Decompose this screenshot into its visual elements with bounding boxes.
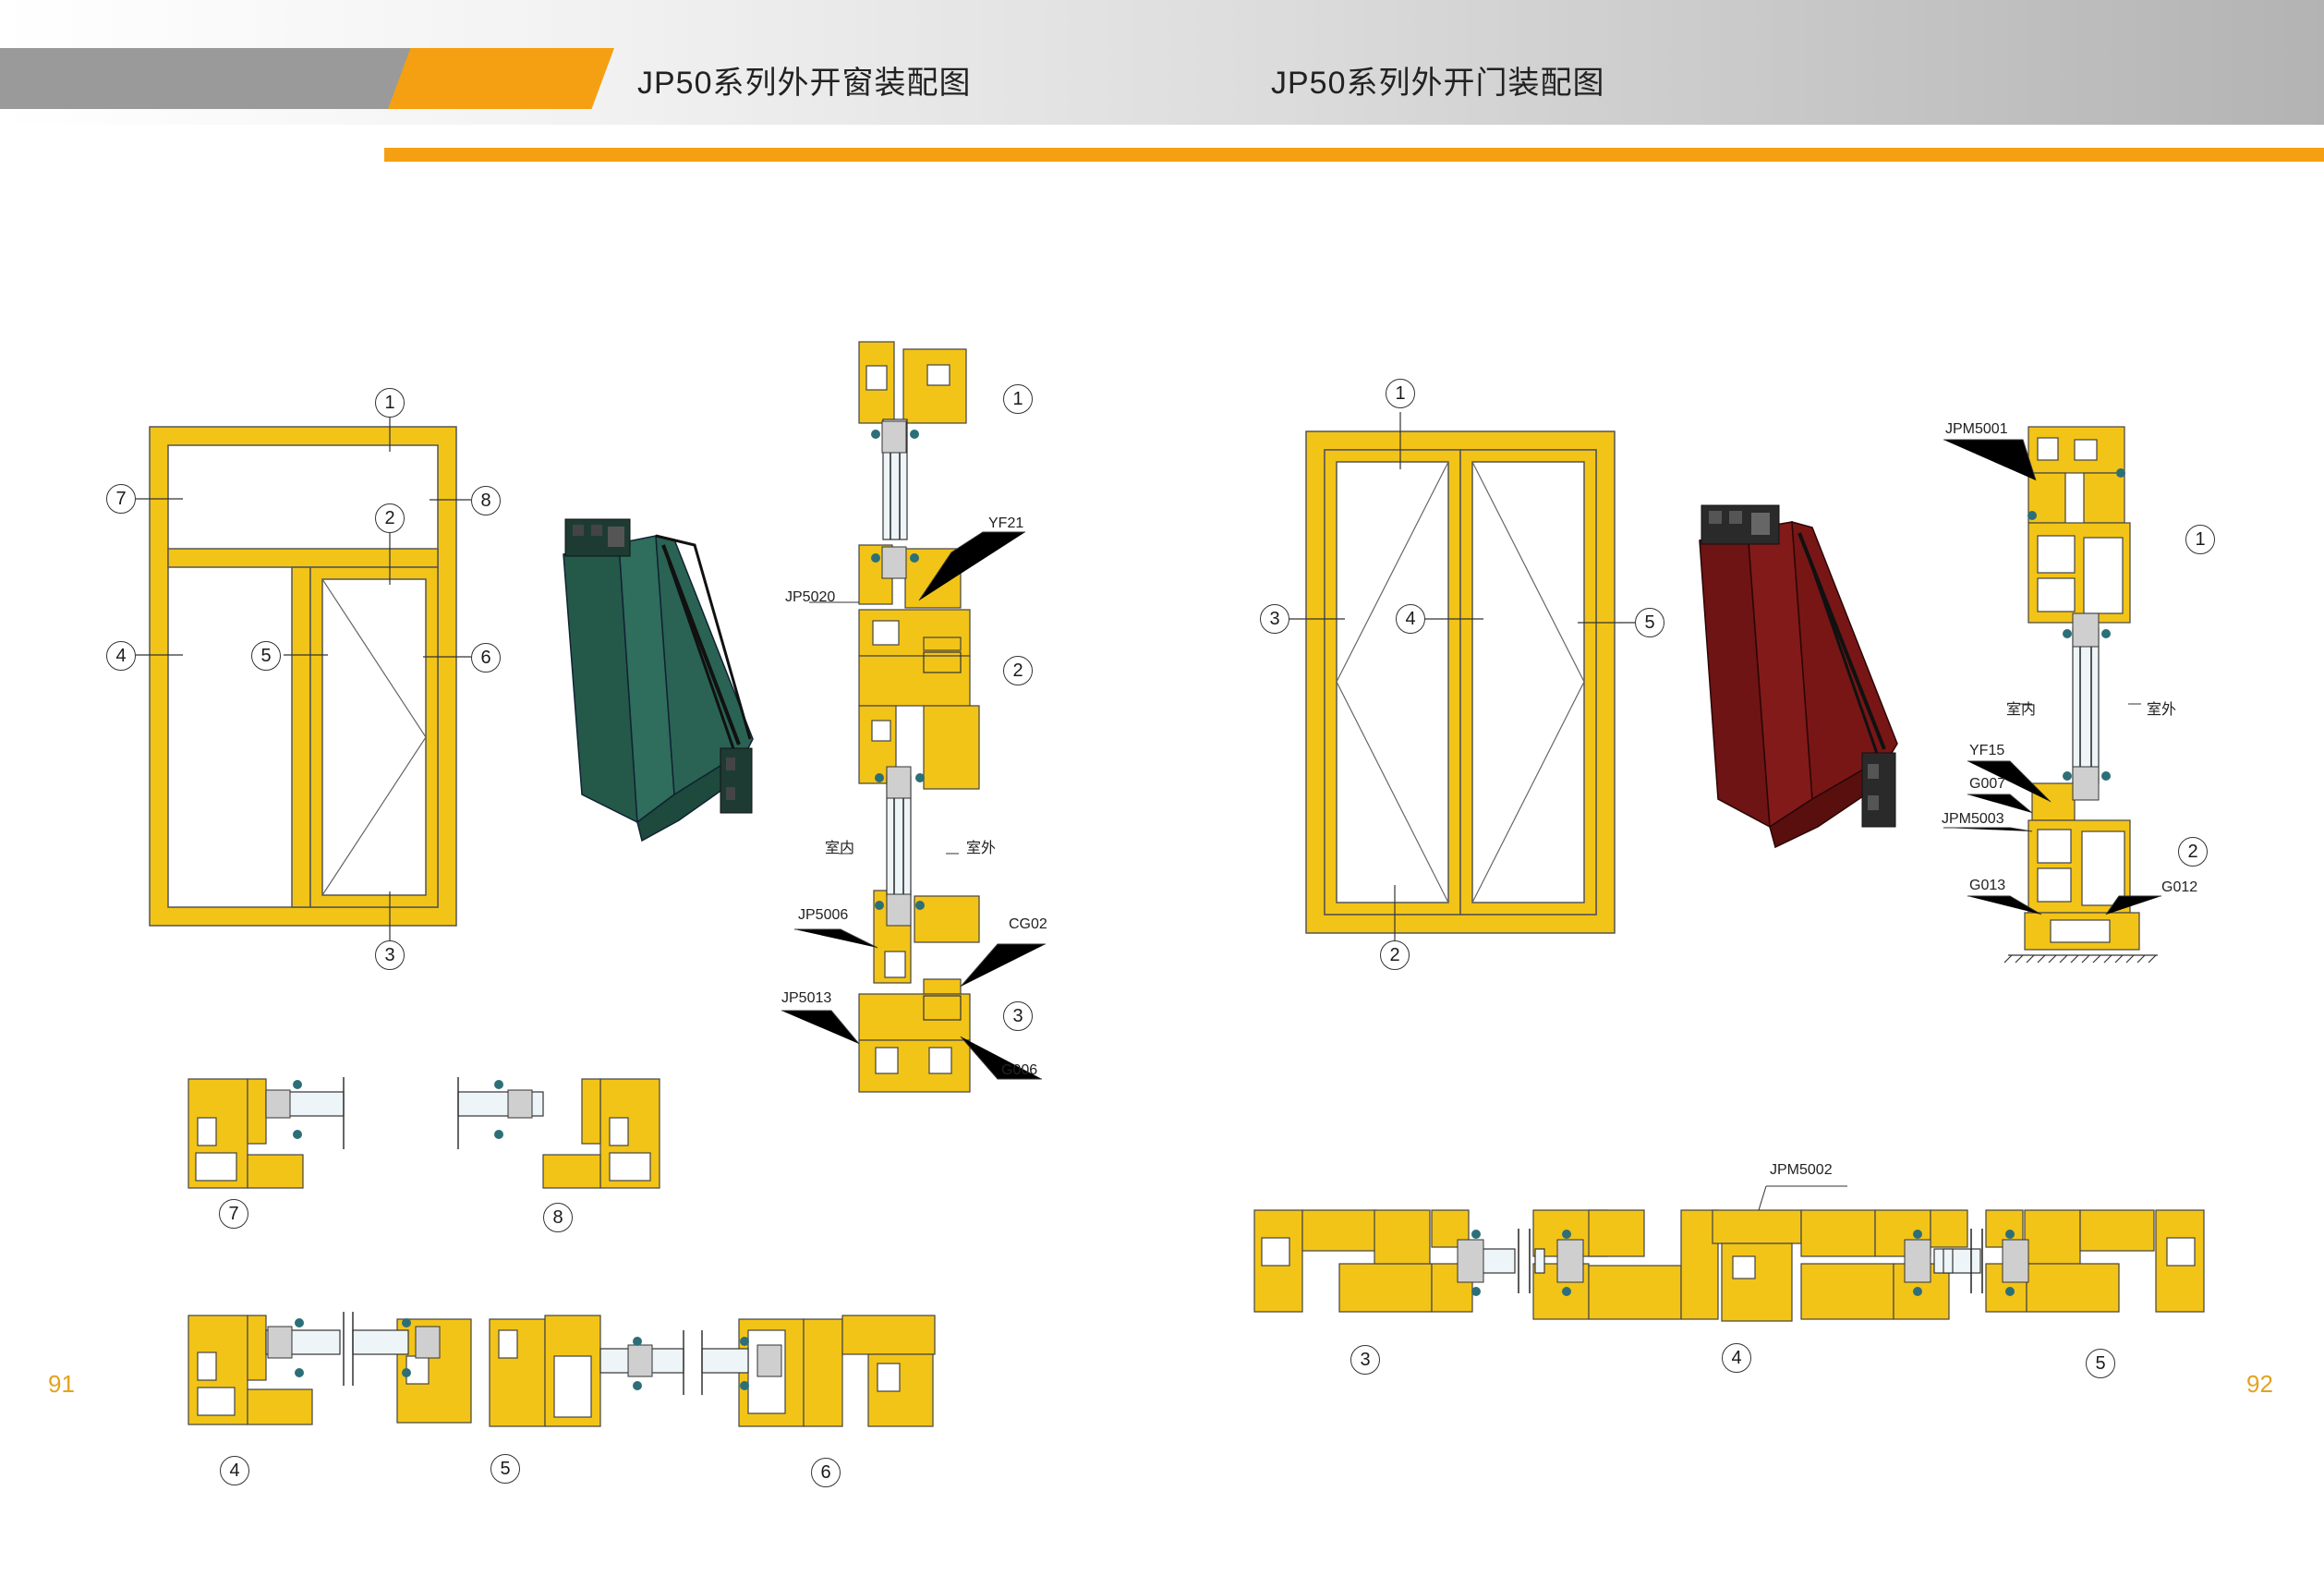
label-jpm5002: JPM5002 [1770,1162,1833,1178]
label-g012: G012 [2161,879,2198,895]
door-detail-callout-4: 4 [1722,1343,1751,1373]
window-elevation-callout-4: 4 [106,641,136,671]
window-detail-callout-7: 7 [219,1199,248,1229]
window-section-callout-1: 1 [1003,384,1033,414]
label-door-indoor: 室内 [2006,702,2037,718]
label-window-outdoor: 室外 [966,841,997,856]
label-cg02: CG02 [1009,916,1047,932]
label-g013: G013 [1969,878,2006,893]
header-orange-tab [388,48,614,109]
door-elevation-callout-2: 2 [1380,940,1410,970]
window-elevation-callout-7: 7 [106,484,136,514]
window-elevation-callout-1: 1 [375,388,405,418]
label-door-outdoor: 室外 [2147,702,2177,718]
header-orange-rule [384,148,2324,162]
label-yf15: YF15 [1969,743,2005,758]
window-elevation-callout-8: 8 [471,486,501,515]
window-section-callout-2: 2 [1003,656,1033,685]
label-window-indoor: 室内 [825,841,855,856]
door-elevation-callout-3: 3 [1260,604,1289,634]
window-detail-callout-4: 4 [220,1456,249,1485]
window-detail-callout-5: 5 [490,1454,520,1484]
label-g006: G006 [1001,1062,1038,1078]
window-detail-callout-6: 6 [811,1458,841,1487]
window-elevation-callout-3: 3 [375,940,405,970]
page-number-left: 91 [48,1370,75,1398]
door-elevation-callout-5: 5 [1635,608,1664,637]
label-jpm5003: JPM5003 [1942,811,2004,827]
door-title: JP50系列外开门装配图 [1271,66,1605,101]
header-gray-tab [0,48,416,109]
window-title: JP50系列外开窗装配图 [637,66,972,101]
window-elevation-callout-5: 5 [251,641,281,671]
label-jpm5001: JPM5001 [1945,421,2008,437]
label-jp5020: JP5020 [785,589,836,605]
label-jp5013: JP5013 [781,990,832,1006]
window-elevation-callout-6: 6 [471,643,501,673]
label-g007: G007 [1969,776,2006,792]
window-detail-callout-8: 8 [543,1203,573,1232]
window-section-callout-3: 3 [1003,1001,1033,1031]
page-number-right: 92 [2246,1370,2273,1398]
door-detail-callout-5: 5 [2086,1349,2115,1378]
door-section-callout-1: 1 [2185,525,2215,554]
label-jp5006: JP5006 [798,907,849,923]
window-3d-model [563,518,754,842]
door-elevation-callout-4: 4 [1396,604,1425,634]
window-elevation-callout-2: 2 [375,503,405,533]
door-3d-model [1699,504,1898,849]
label-yf21: YF21 [988,515,1024,531]
door-section-callout-2: 2 [2178,837,2208,867]
door-detail-callout-3: 3 [1350,1345,1380,1375]
door-elevation-callout-1: 1 [1386,379,1415,408]
